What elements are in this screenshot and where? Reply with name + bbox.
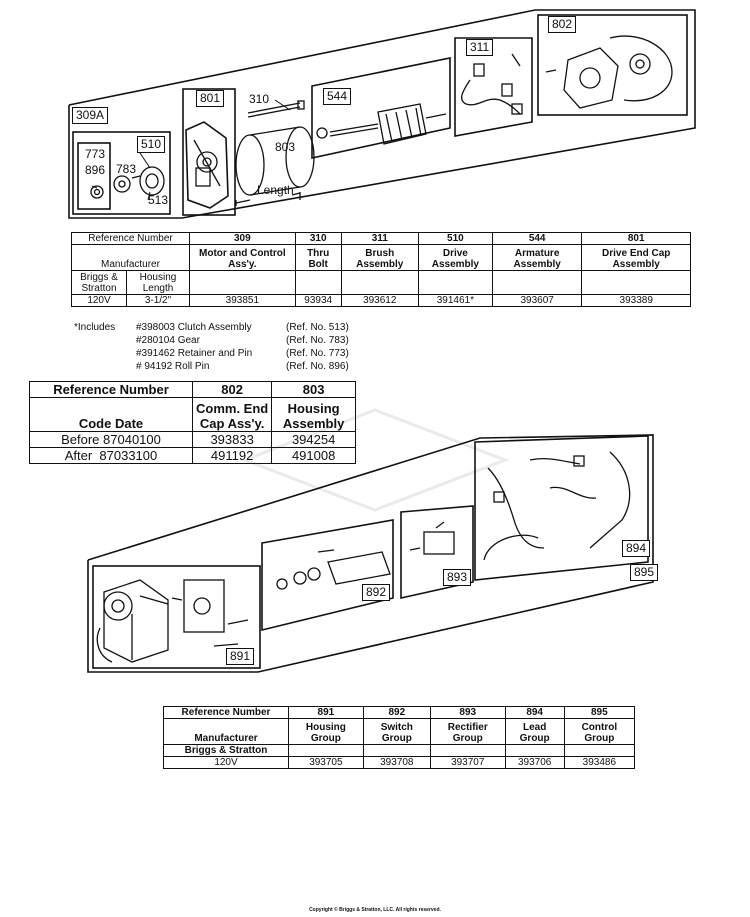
callout-309a: 309A <box>72 107 109 124</box>
ref-number-header-3: Reference Number <box>163 706 289 719</box>
callout-895: 895 <box>630 564 659 581</box>
brand-cell-3: Briggs & Stratton <box>163 744 289 757</box>
part-894: 393706 <box>504 756 565 769</box>
length-label: Length <box>257 183 294 197</box>
includes-label: *Includes <box>74 322 116 333</box>
before-803: 394254 <box>271 431 356 448</box>
name-892: Switch Group <box>362 718 431 745</box>
callout-773: 773 <box>82 147 109 162</box>
callout-896: 896 <box>82 163 109 178</box>
group-box-773 <box>77 142 111 210</box>
watermark-logo <box>240 408 510 512</box>
callout-783: 783 <box>116 162 137 176</box>
part-801: 393389 <box>581 294 691 307</box>
ref-311: 311 <box>340 232 419 245</box>
name-891: Housing Group <box>288 718 364 745</box>
group-box-802 <box>537 14 688 116</box>
group-box-309a <box>72 131 171 215</box>
ref-892: 892 <box>362 706 431 719</box>
part-311: 393612 <box>340 294 419 307</box>
date-before: Before 87040100 <box>29 431 193 448</box>
pin-896 <box>90 185 104 199</box>
ref-895: 895 <box>563 706 636 719</box>
callout-310: 310 <box>249 92 270 106</box>
part-891: 393705 <box>288 756 364 769</box>
control-parts-table: Reference Number 891 892 893 894 895 Man… <box>163 706 636 769</box>
clutch-513 <box>139 166 165 196</box>
part-544: 393607 <box>491 294 583 307</box>
name-544: Armature Assembly <box>491 244 583 271</box>
callout-892: 892 <box>362 584 391 601</box>
upper-frame <box>68 9 696 219</box>
ref-893: 893 <box>429 706 506 719</box>
callout-311: 311 <box>466 39 494 56</box>
thru-bolt <box>247 102 301 114</box>
group-box-891 <box>92 565 261 669</box>
name-894: Lead Group <box>504 718 565 745</box>
name-803: Housing Assembly <box>271 397 356 432</box>
manufacturer-header-3: Manufacturer <box>163 718 289 745</box>
part-892: 393708 <box>362 756 431 769</box>
after-802: 491192 <box>191 447 273 464</box>
group-box-894 <box>474 435 649 581</box>
part-895: 393486 <box>563 756 636 769</box>
callout-544: 544 <box>323 88 352 105</box>
group-box-311 <box>454 37 533 137</box>
before-802: 393833 <box>191 431 273 448</box>
date-after: After 87033100 <box>29 447 193 464</box>
callout-513: 513 <box>148 193 169 207</box>
group-box-544 <box>311 57 451 159</box>
group-box-893 <box>400 505 474 599</box>
manufacturer-header: Manufacturer <box>71 244 190 271</box>
part-893: 393707 <box>429 756 506 769</box>
group-box-801 <box>182 88 236 216</box>
after-803: 491008 <box>271 447 356 464</box>
copyright-notice: Copyright © Briggs & Stratton, LLC. All … <box>309 907 441 913</box>
part-510: 391461* <box>417 294 493 307</box>
callout-803: 803 <box>275 140 296 154</box>
gear-783 <box>113 175 131 193</box>
name-309: Motor and Control Ass'y. <box>189 244 296 271</box>
ref-803: 803 <box>271 381 356 398</box>
callout-802: 802 <box>548 16 577 33</box>
callout-510: 510 <box>137 136 166 153</box>
name-895: Control Group <box>563 718 636 745</box>
name-802: Comm. End Cap Ass'y. <box>191 397 273 432</box>
lower-frame <box>87 434 654 673</box>
code-date-table: Reference Number 802 803 Code Date Comm.… <box>29 381 356 464</box>
callout-891: 891 <box>226 648 255 665</box>
starter-parts-table: Reference Number 309 310 311 510 544 801… <box>71 232 691 307</box>
name-893: Rectifier Group <box>429 718 506 745</box>
callout-801: 801 <box>196 90 225 107</box>
ref-number-header-2: Reference Number <box>29 381 193 398</box>
group-box-892 <box>261 519 394 632</box>
ref-894: 894 <box>504 706 565 719</box>
callout-893: 893 <box>443 569 472 586</box>
callout-894: 894 <box>622 540 651 557</box>
ref-891: 891 <box>288 706 364 719</box>
includes-notes: *Includes#398003 Clutch Assembly(Ref. No… <box>74 322 349 372</box>
voltage-cell-3: 120V <box>163 756 289 769</box>
length-value: 3-1/2" <box>126 294 190 307</box>
